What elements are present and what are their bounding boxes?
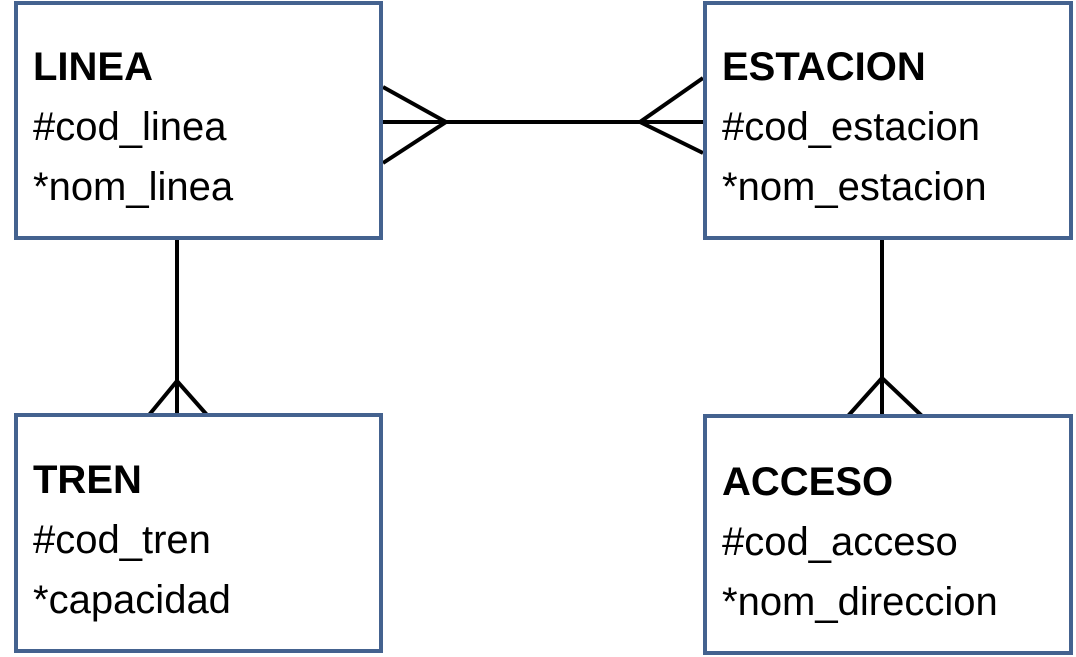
crowfoot-tren-end [147,377,209,417]
entity-estacion: ESTACION #cod_estacion *nom_estacion [703,1,1073,240]
entity-tren-attribute-mandatory: *capacidad [33,578,231,622]
entity-estacion-attribute-mandatory: *nom_estacion [722,165,987,209]
entity-acceso: ACCESO #cod_acceso *nom_direccion [703,414,1073,655]
entity-estacion-attribute-identifier: #cod_estacion [722,105,980,149]
entity-estacion-name: ESTACION [722,45,926,89]
entity-linea-attribute-identifier: #cod_linea [33,105,227,149]
entity-acceso-attribute-mandatory: *nom_direccion [722,580,998,624]
entity-linea-attribute-mandatory: *nom_linea [33,165,234,209]
entity-tren-attribute-identifier: #cod_tren [33,518,211,562]
crowfoot-acceso-end [846,375,924,418]
crowfoot-linea-end [381,85,450,165]
entity-linea: LINEA #cod_linea *nom_linea [14,1,383,240]
entity-linea-name: LINEA [33,45,153,89]
crowfoot-estacion-end [636,76,705,155]
entity-acceso-name: ACCESO [722,460,894,504]
entity-tren-name: TREN [33,458,142,502]
entity-acceso-attribute-identifier: #cod_acceso [722,520,958,564]
entity-tren: TREN #cod_tren *capacidad [14,413,383,653]
